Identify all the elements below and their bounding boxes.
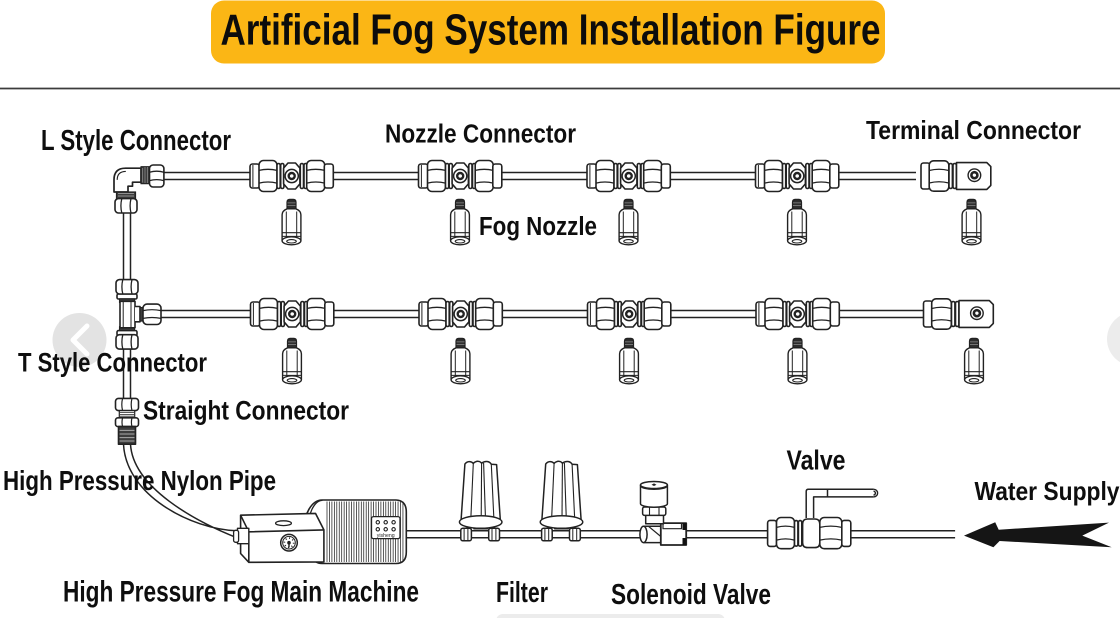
svg-text:Nozzle Connector: Nozzle Connector xyxy=(385,121,576,149)
svg-text:Artificial Fog System Installa: Artificial Fog System Installation Figur… xyxy=(221,7,881,55)
svg-text:Valve: Valve xyxy=(787,445,846,476)
svg-text:Filter: Filter xyxy=(496,577,548,609)
svg-text:High Pressure Nylon Pipe: High Pressure Nylon Pipe xyxy=(3,465,276,496)
svg-text:Straight Connector: Straight Connector xyxy=(143,395,349,426)
svg-text:yisheng: yisheng xyxy=(377,533,395,539)
svg-text:L Style Connector: L Style Connector xyxy=(41,124,231,156)
svg-text:T Style Connector: T Style Connector xyxy=(18,347,207,378)
svg-text:Terminal Connector: Terminal Connector xyxy=(866,117,1081,145)
svg-text:Fog Nozzle: Fog Nozzle xyxy=(479,213,597,241)
svg-text:Solenoid Valve: Solenoid Valve xyxy=(611,579,771,611)
svg-text:High Pressure Fog Main Machine: High Pressure Fog Main Machine xyxy=(63,576,419,609)
svg-text:Water Supply: Water Supply xyxy=(975,478,1120,506)
